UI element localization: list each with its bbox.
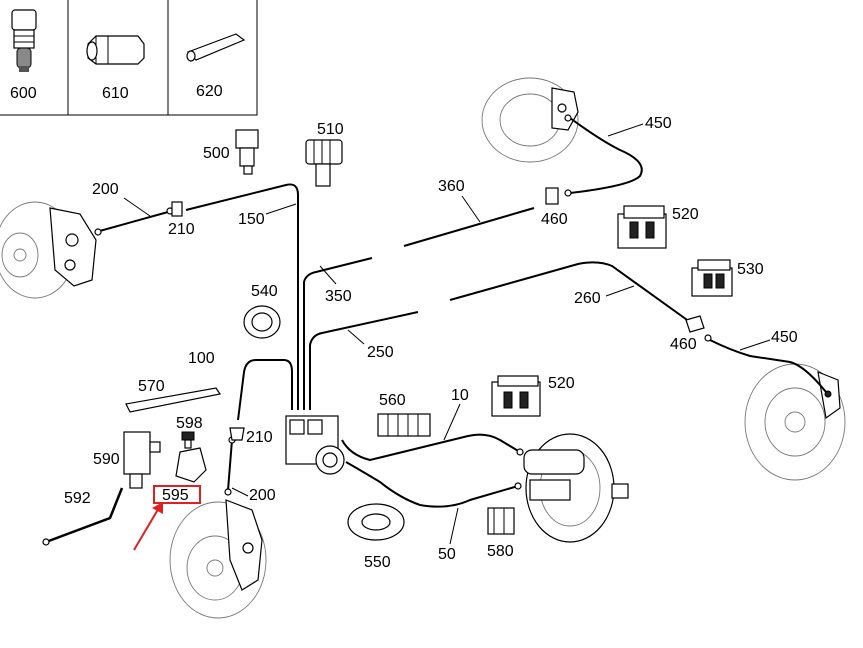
legend-panel: 600 610 620 — [0, 0, 258, 116]
legend-label-610: 610 — [102, 85, 129, 102]
brake-line-260 — [449, 261, 691, 323]
label-595: 595 — [162, 487, 189, 504]
strip-570 — [125, 387, 221, 413]
brake-line-360 — [403, 207, 535, 247]
label-500: 500 — [203, 145, 230, 162]
highlight-box — [153, 485, 201, 504]
grommet-540 — [243, 305, 281, 339]
label-150: 150 — [238, 211, 265, 228]
highlight-arrow-line — [133, 505, 161, 551]
brake-line-100 — [237, 359, 293, 421]
part-labels: 450 500 510 200 210 150 360 460 520 530 … — [64, 115, 798, 571]
holder-580 — [487, 507, 515, 535]
label-560: 560 — [379, 392, 406, 409]
label-460-top: 460 — [541, 211, 568, 228]
label-460-right: 460 — [670, 336, 697, 353]
brake-line-250 — [309, 311, 419, 410]
label-450-right: 450 — [771, 329, 798, 346]
brake-line-592 — [45, 487, 124, 544]
label-210-left: 210 — [168, 221, 195, 238]
holder-510 — [305, 139, 343, 187]
label-210-bottom: 210 — [246, 429, 273, 446]
label-530: 530 — [737, 261, 764, 278]
label-580: 580 — [487, 543, 514, 560]
brake-line-450-top — [569, 117, 643, 194]
union-nut-icon — [11, 9, 37, 72]
bracket-530 — [691, 259, 733, 297]
holder-560 — [377, 413, 431, 437]
screw-598 — [181, 431, 195, 449]
label-360: 360 — [438, 178, 465, 195]
bracket-520-top — [617, 205, 667, 249]
clip-210-left — [171, 201, 183, 217]
label-598: 598 — [176, 415, 203, 432]
label-200-bottom: 200 — [249, 487, 276, 504]
clip-460-top — [545, 187, 559, 205]
highlight-595[interactable]: 595 — [133, 485, 201, 551]
sleeve-icon — [186, 33, 246, 62]
brake-line-200-bottom — [227, 439, 233, 491]
label-100: 100 — [188, 350, 215, 367]
label-510: 510 — [317, 121, 344, 138]
label-570: 570 — [138, 378, 165, 395]
rear-left-brake-disc — [744, 363, 846, 481]
brake-line-450-right — [709, 339, 827, 393]
brake-line-200-left — [95, 211, 169, 233]
front-right-brake-disc — [169, 499, 267, 619]
brake-line-50 — [345, 461, 519, 508]
label-350: 350 — [325, 288, 352, 305]
brake-line-150 — [185, 183, 299, 410]
label-590: 590 — [93, 451, 120, 468]
sensor-590 — [123, 431, 161, 489]
abs-hydraulic-unit — [285, 415, 345, 475]
highlight-arrow-head — [152, 502, 163, 514]
brake-line-10 — [341, 433, 521, 462]
legend-label-600: 600 — [10, 85, 37, 102]
front-left-brake-disc — [0, 201, 97, 299]
label-260: 260 — [574, 290, 601, 307]
legend-label-620: 620 — [196, 83, 223, 100]
label-520-top: 520 — [672, 206, 699, 223]
bracket-595 — [175, 447, 207, 483]
clip-460-right — [685, 315, 705, 333]
label-550: 550 — [364, 554, 391, 571]
label-592: 592 — [64, 490, 91, 507]
label-450-top: 450 — [645, 115, 672, 132]
bracket-520-mid — [491, 375, 541, 417]
label-250: 250 — [367, 344, 394, 361]
label-200-left: 200 — [92, 181, 119, 198]
label-520-mid: 520 — [548, 375, 575, 392]
label-10: 10 — [451, 387, 469, 404]
brake-booster — [523, 433, 629, 543]
hex-connector-icon — [86, 35, 145, 65]
label-50: 50 — [438, 546, 456, 563]
clip-210-bottom — [229, 427, 245, 441]
label-540: 540 — [251, 283, 278, 300]
grommet-550 — [347, 503, 405, 541]
brake-line-350 — [303, 257, 373, 410]
brake-lines — [45, 117, 827, 544]
rear-right-brake-disc — [481, 77, 579, 163]
bleed-screw-500 — [235, 129, 259, 175]
